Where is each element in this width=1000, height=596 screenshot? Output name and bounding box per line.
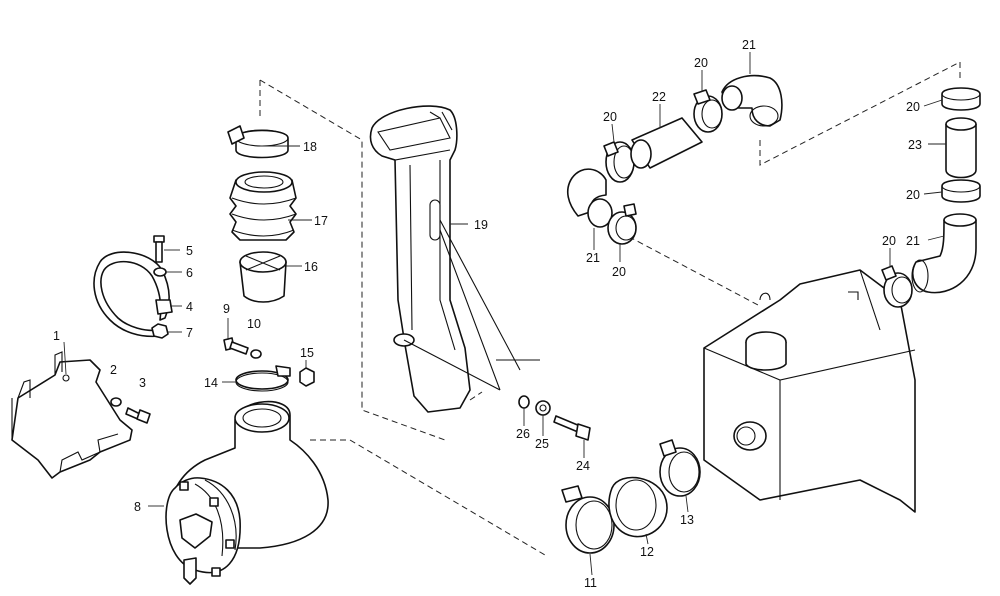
intake-tank (703, 269, 916, 513)
callout-24: 24 (576, 459, 590, 473)
hose-clamp-part-20-c (693, 89, 723, 133)
callout-13: 13 (680, 513, 694, 527)
callout-21-a: 21 (586, 251, 600, 265)
callout-23: 23 (908, 138, 922, 152)
callout-19: 19 (474, 218, 488, 232)
callout-8: 8 (134, 500, 141, 514)
callout-6: 6 (186, 266, 193, 280)
heat-shield-bracket (11, 351, 133, 479)
bolt-part-24 (553, 415, 591, 441)
nut-part-15 (299, 367, 315, 387)
hose-clamp-part-20-e (941, 179, 981, 203)
callout-17: 17 (314, 214, 328, 228)
callout-22: 22 (652, 90, 666, 104)
bolt-part-3 (125, 407, 151, 424)
callout-20-c: 20 (694, 56, 708, 70)
hose-clamp-part-20-b (607, 203, 637, 245)
washer-part-26 (518, 395, 530, 409)
callout-labels: 1 2 3 4 5 6 7 8 9 10 11 12 13 14 15 16 1… (53, 38, 922, 590)
hose-clamp-part-20-f (881, 265, 913, 308)
callout-leader-lines (63, 52, 946, 576)
callout-3: 3 (139, 376, 146, 390)
callout-16: 16 (304, 260, 318, 274)
assembly-dashed-lines (259, 61, 961, 556)
callout-20-f: 20 (882, 234, 896, 248)
callout-7: 7 (186, 326, 193, 340)
callout-21-b: 21 (742, 38, 756, 52)
callout-21-c: 21 (906, 234, 920, 248)
hose-clamp-part-13 (659, 439, 701, 497)
callout-9: 9 (223, 302, 230, 316)
elbow-hose-part-21-left (566, 168, 613, 228)
bolt-part-9 (223, 337, 249, 355)
bolt-part-5 (153, 235, 165, 263)
washer-part-10 (250, 349, 262, 359)
nut-part-7 (151, 323, 169, 339)
hose-clamp-part-14 (235, 365, 291, 392)
hose-clamp-part-18 (227, 125, 289, 159)
washer-part-2 (110, 397, 122, 407)
elbow-hose-part-21-top (721, 74, 783, 127)
callout-2: 2 (110, 363, 117, 377)
callout-20-a: 20 (603, 110, 617, 124)
washer-part-6 (153, 267, 167, 277)
callout-20-d: 20 (906, 100, 920, 114)
callout-20-e: 20 (906, 188, 920, 202)
callout-1: 1 (53, 329, 60, 343)
callout-18: 18 (303, 140, 317, 154)
bellows-part-17 (229, 171, 297, 241)
air-filter-housing-part-8 (165, 400, 329, 585)
hose-clamp-part-20-d (941, 87, 981, 111)
callout-5: 5 (186, 244, 193, 258)
callout-4: 4 (186, 300, 193, 314)
callout-20-b: 20 (612, 265, 626, 279)
callout-11: 11 (584, 576, 597, 590)
intake-duct-part-19 (369, 105, 540, 413)
callout-10: 10 (247, 317, 261, 331)
hose-clamp-part-11 (561, 485, 615, 554)
band-clamp-part-4 (93, 251, 173, 338)
rubber-sleeve-part-12 (608, 476, 668, 538)
callout-12: 12 (640, 545, 654, 559)
adapter-part-16 (239, 251, 287, 303)
sleeve-part-23 (945, 117, 977, 179)
tube-part-22 (630, 117, 703, 169)
elbow-hose-part-21-right (911, 213, 977, 294)
callout-15: 15 (300, 346, 314, 360)
callout-14: 14 (204, 376, 218, 390)
callout-25: 25 (535, 437, 549, 451)
callout-26: 26 (516, 427, 530, 441)
washer-part-25 (535, 400, 551, 416)
hose-clamp-part-20-a (603, 141, 635, 183)
